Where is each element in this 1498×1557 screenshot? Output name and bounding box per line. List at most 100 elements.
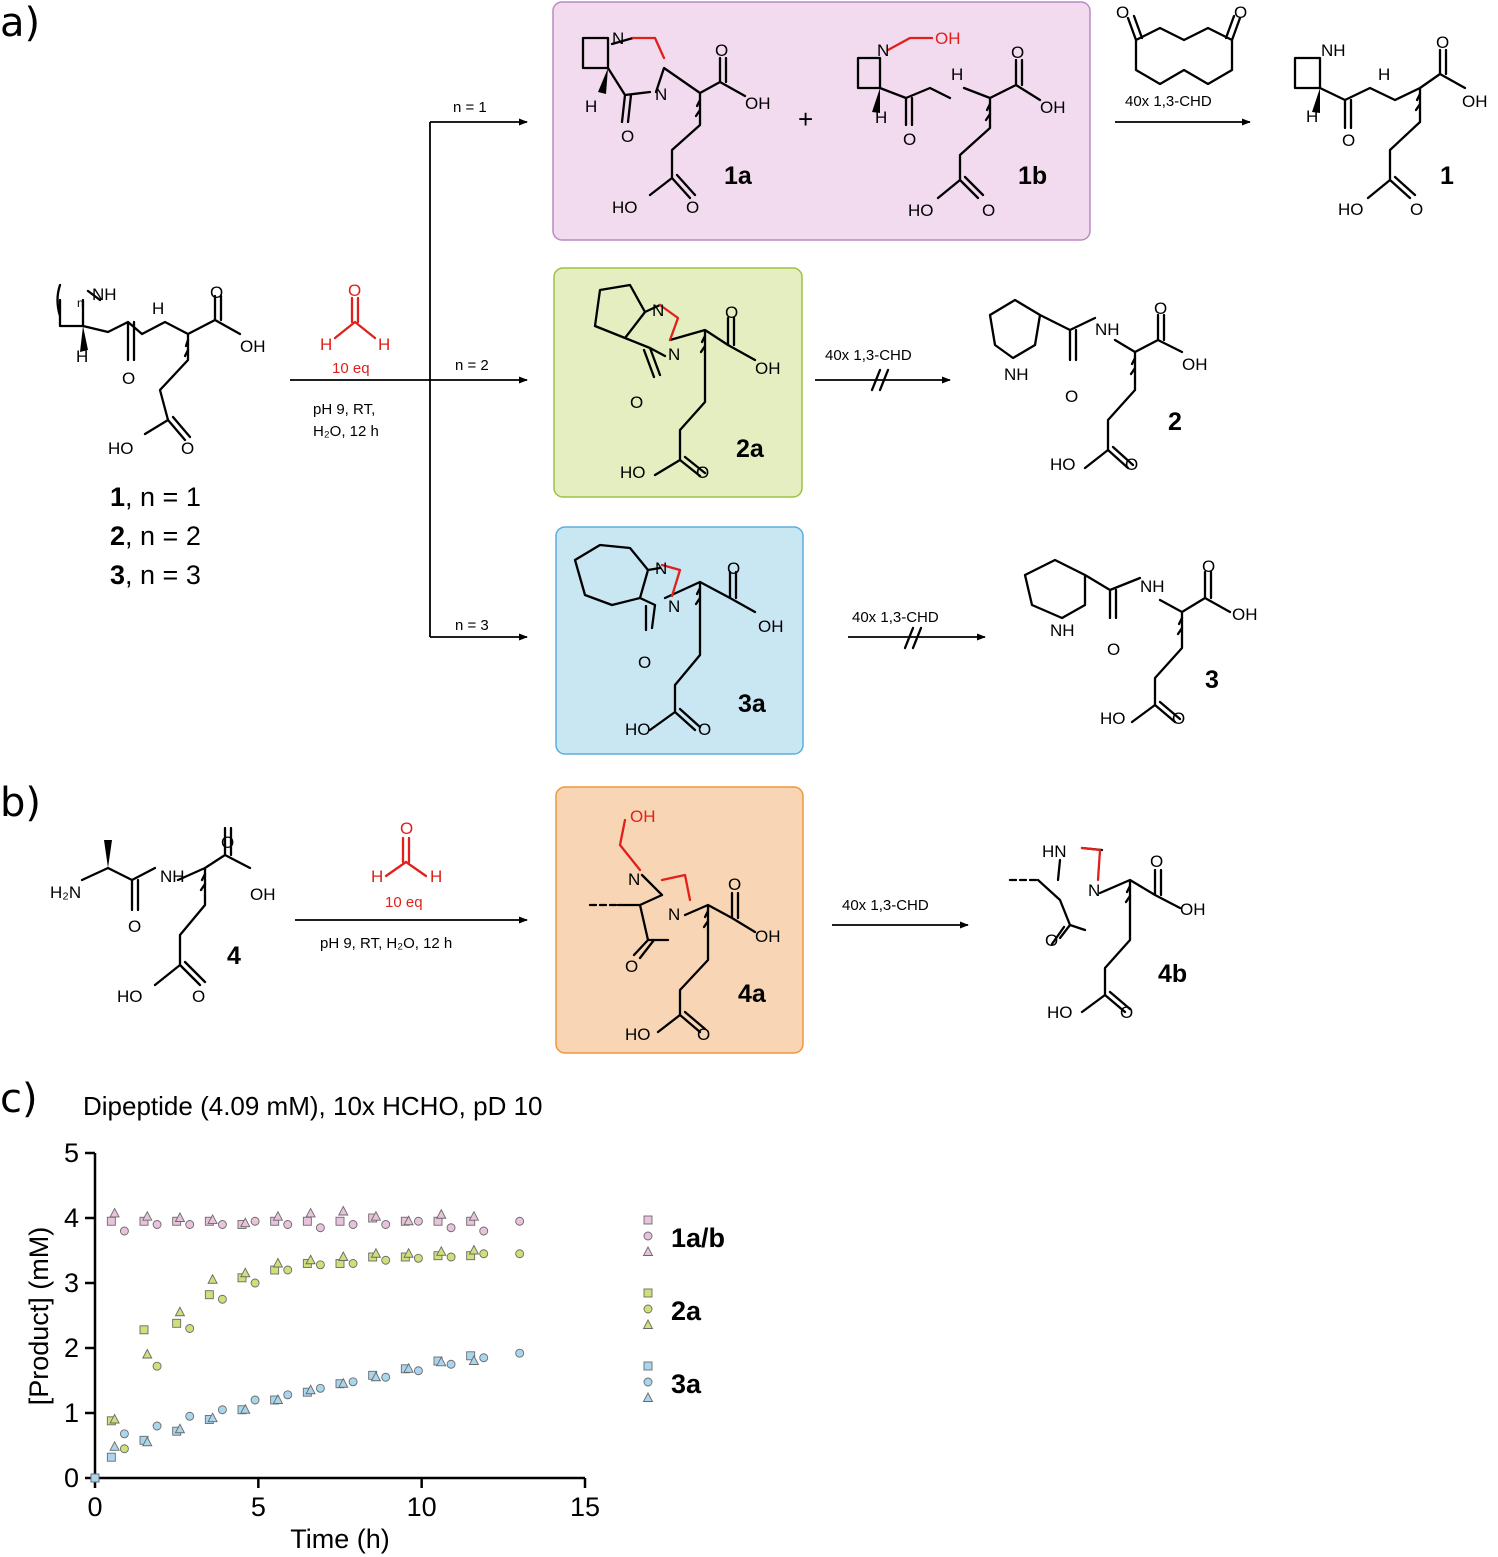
atom-1-oh: OH bbox=[1462, 92, 1488, 111]
atom-1b-nh: H bbox=[951, 65, 963, 84]
data-point-circle bbox=[515, 1348, 525, 1358]
compound-number-1: 1 bbox=[110, 482, 125, 512]
atom-2-oh: OH bbox=[1182, 355, 1208, 374]
x-tick-label: 5 bbox=[251, 1492, 266, 1522]
data-point-triangle bbox=[207, 1213, 218, 1224]
formaldehyde-reagent bbox=[333, 296, 377, 340]
atom-3-ho: HO bbox=[1100, 709, 1126, 728]
atom-4b-o: O bbox=[1045, 931, 1058, 950]
hcho-b-o: O bbox=[400, 819, 413, 838]
data-point-triangle bbox=[142, 1210, 153, 1221]
atom-1a-o: O bbox=[621, 127, 634, 146]
box-3a bbox=[555, 526, 804, 755]
atom-2-o: O bbox=[1065, 387, 1078, 406]
data-point-circle bbox=[185, 1411, 195, 1421]
y-tick-label: 3 bbox=[64, 1268, 79, 1298]
atom-1-ho: HO bbox=[1338, 200, 1364, 219]
panel-b-label: b) bbox=[0, 780, 41, 826]
atom-4a-n1: N bbox=[628, 870, 640, 889]
data-point-circle bbox=[381, 1372, 391, 1382]
atom-h-start: H bbox=[76, 347, 88, 366]
atom-3-nh-amide: NH bbox=[1140, 577, 1165, 596]
no-reaction-mark-3 bbox=[903, 626, 923, 650]
data-point-circle bbox=[315, 1223, 325, 1233]
start-n1: , n = 1 bbox=[125, 482, 201, 512]
atom-2a-n1: N bbox=[652, 301, 664, 320]
atom-1a-n2: N bbox=[655, 85, 667, 104]
data-point-square bbox=[172, 1318, 182, 1328]
atom-3-oh: OH bbox=[1232, 605, 1258, 624]
data-point-circle bbox=[479, 1249, 489, 1259]
legend-label: 2a bbox=[671, 1296, 702, 1326]
data-point-circle bbox=[515, 1249, 525, 1259]
atom-4a-oh: OH bbox=[755, 927, 781, 946]
compound-4a-label: 4a bbox=[738, 980, 767, 1008]
branch-label-n1: n = 1 bbox=[453, 99, 487, 116]
data-point-triangle bbox=[207, 1273, 218, 1284]
atom-3a-o-acid: O bbox=[727, 559, 740, 578]
atom-4b-o-side: O bbox=[1120, 1003, 1133, 1022]
structure-1a bbox=[581, 36, 747, 200]
plus-sign: + bbox=[798, 104, 813, 134]
reagent-conditions-a1: pH 9, RT, bbox=[313, 401, 375, 418]
no-reaction-mark-2 bbox=[870, 368, 890, 392]
atom-1a-o-side: O bbox=[686, 198, 699, 217]
data-point-circle bbox=[479, 1353, 489, 1363]
start-compound-list: 1, n = 1 2, n = 2 3, n = 3 bbox=[110, 482, 201, 590]
atom-1b-o: O bbox=[903, 130, 916, 149]
atom-2a-ho: HO bbox=[620, 463, 646, 482]
compound-number-3: 3 bbox=[110, 560, 125, 590]
data-point-triangle bbox=[240, 1267, 251, 1278]
atom-1-nh: NH bbox=[1321, 41, 1346, 60]
atom-1b-oh-red: OH bbox=[935, 29, 961, 48]
data-point-triangle bbox=[436, 1356, 447, 1367]
atom-3a-o: O bbox=[638, 653, 651, 672]
atom-nh-amide-start: H bbox=[152, 299, 164, 318]
data-point-triangle bbox=[109, 1207, 120, 1218]
data-point-circle bbox=[348, 1259, 358, 1268]
structure-2 bbox=[988, 298, 1184, 470]
legend-marker-square bbox=[643, 1288, 653, 1298]
data-point-triangle bbox=[436, 1245, 447, 1256]
atom-o-acid-start: O bbox=[210, 283, 223, 302]
atom-2a-o-acid: O bbox=[725, 303, 738, 322]
compound-2-label: 2 bbox=[1168, 408, 1182, 436]
atom-o-side-start: O bbox=[181, 439, 194, 458]
data-point-circle bbox=[348, 1220, 358, 1229]
data-point-circle bbox=[152, 1421, 162, 1431]
atom-1a-n1: N bbox=[612, 29, 624, 48]
data-point-circle bbox=[250, 1216, 260, 1226]
data-point-square bbox=[466, 1351, 476, 1361]
data-point-triangle bbox=[370, 1371, 382, 1382]
data-point-triangle bbox=[436, 1208, 447, 1219]
atom-4a-o: O bbox=[625, 957, 638, 976]
atom-2-o-acid: O bbox=[1154, 299, 1167, 318]
reagent-conditions-b: pH 9, RT, H₂O, 12 h bbox=[320, 935, 452, 952]
atom-4b-ho: HO bbox=[1047, 1003, 1073, 1022]
structure-4b bbox=[1008, 846, 1182, 1014]
svg-text:3, n = 3: 3, n = 3 bbox=[110, 560, 201, 590]
atom-1b-oh: OH bbox=[1040, 98, 1066, 117]
reagent-equiv-a: 10 eq bbox=[332, 360, 370, 377]
structure-1b bbox=[856, 36, 1042, 200]
data-point-triangle bbox=[174, 1423, 186, 1434]
box-4a bbox=[555, 786, 804, 1054]
data-point-square bbox=[139, 1325, 149, 1335]
data-point-triangle bbox=[142, 1348, 153, 1359]
atom-3a-ho: HO bbox=[625, 720, 651, 739]
data-point-circle bbox=[479, 1226, 489, 1236]
legend-marker-square bbox=[643, 1215, 653, 1225]
y-tick-label: 5 bbox=[64, 1138, 79, 1168]
atom-2-nh-amide: NH bbox=[1095, 320, 1120, 339]
data-point-triangle bbox=[403, 1215, 414, 1226]
atom-4-h2n: H₂N bbox=[50, 883, 81, 902]
reagent-conditions-a2: H₂O, 12 h bbox=[313, 423, 379, 440]
data-point-triangle bbox=[305, 1207, 316, 1218]
atom-nh-start: NH bbox=[92, 285, 117, 304]
atom-4a-o-acid: O bbox=[728, 875, 741, 894]
data-point-circle bbox=[217, 1294, 227, 1304]
